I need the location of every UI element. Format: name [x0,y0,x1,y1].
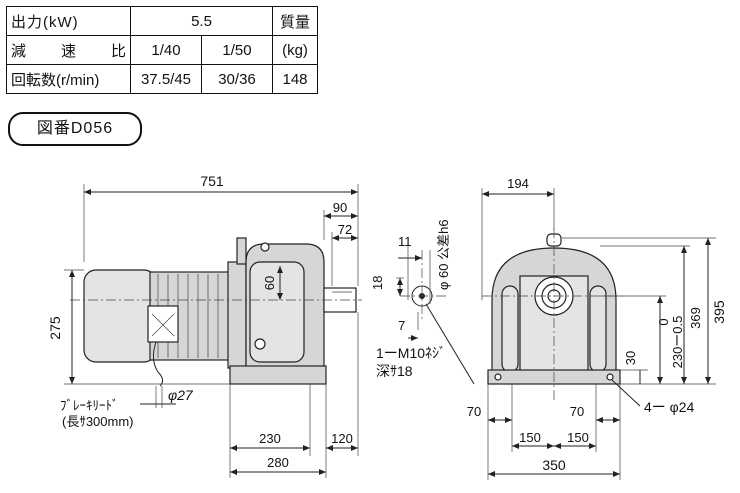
gear-inner [249,261,305,363]
dim-280: 280 [267,455,289,470]
dim-phi27: φ27 [168,387,194,403]
motor-body [83,269,157,363]
dim-194: 194 [507,176,529,191]
mass-unit: (kg) [272,35,318,65]
dim-60-side: 60 [262,276,277,290]
speed-1: 37.5/45 [130,64,202,94]
dim-120: 120 [331,431,353,446]
shaft-detail [396,240,475,385]
dim-11: 11 [398,234,412,249]
dim-30: 30 [623,351,638,365]
dim-395: 395 [711,300,727,324]
dim-7: 7 [398,318,405,333]
dim-150-left: 150 [519,430,541,445]
brake-lead-length: (長ｻ300mm) [62,414,134,429]
output-label: 出力(kW) [6,6,131,36]
ratio-label: 減 速 比 [6,35,131,65]
dim-230-tolerance: 230ー0.5 [670,316,685,369]
dim-18: 18 [370,276,385,290]
dim-751: 751 [200,173,224,189]
dim-150-right: 150 [567,430,589,445]
brake-lead-wire [152,341,164,387]
side-view [64,184,362,478]
terminal-box [147,305,179,343]
spec-table: 出力(kW) 5.5 質量 減 速 比 1/40 1/50 (kg) 回転数(r… [6,6,318,94]
dim-90: 90 [333,200,347,215]
tap-depth: 深ｻ18 [376,363,413,379]
dim-70-left: 70 [467,404,481,419]
flange-top-lug [236,237,247,265]
speed-2: 30/36 [201,64,273,94]
side-base [229,365,327,385]
dim-72: 72 [338,222,352,237]
flange [227,261,247,369]
figure-number-label: 図番D056 [8,112,142,146]
front-view [481,188,716,480]
hole-spec: 4ー φ24 [644,399,695,415]
output-value: 5.5 [130,6,273,36]
speed-label: 回転数(r/min) [6,64,131,94]
mass-value: 148 [272,64,318,94]
dim-tol-zero: 0 [656,318,671,325]
dim-275: 275 [47,316,63,340]
dim-70-right: 70 [570,404,584,419]
brake-lead-label: ﾌﾞﾚｰｷﾘｰﾄﾞ [60,398,119,413]
dim-369: 369 [688,307,703,329]
dim-350: 350 [542,457,566,473]
tap-spec: 1ーM10ﾈｼﾞ [376,345,446,361]
dim-230: 230 [259,431,281,446]
dim-phi60-tolerance: φ 60 公差h6 [436,219,451,290]
